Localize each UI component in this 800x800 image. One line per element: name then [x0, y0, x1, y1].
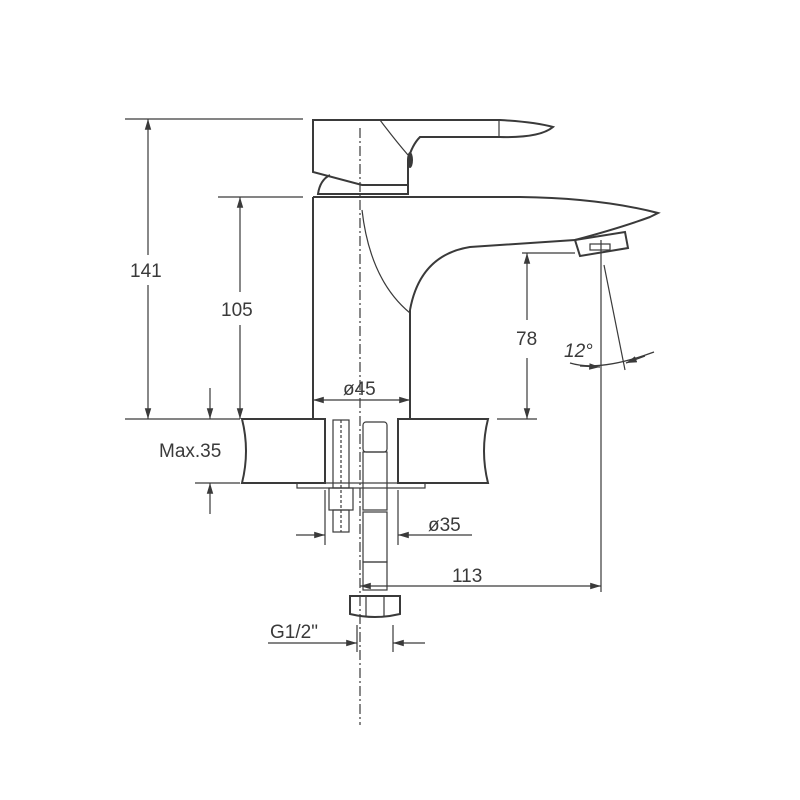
flexible-hose: [349, 421, 401, 618]
handle: [312, 119, 556, 195]
label-113: 113: [452, 566, 482, 587]
label-12deg: 12°: [564, 341, 593, 362]
dimension-total-height: 141: [125, 118, 303, 420]
dimension-body-diameter: ø45: [312, 379, 411, 419]
label-d45: ø45: [343, 379, 376, 400]
label-max35: Max.35: [159, 441, 221, 462]
dimension-spout-reach: 113: [360, 566, 601, 590]
aerator: [573, 230, 630, 258]
label-105: 105: [221, 300, 253, 321]
fixing-bolt: [328, 419, 354, 533]
hex-nut: [349, 595, 401, 618]
dimension-thread: G1/2": [268, 622, 425, 652]
spout: [313, 196, 661, 311]
dimension-hole-diameter: ø35: [296, 490, 472, 545]
label-g12: G1/2": [270, 622, 318, 643]
dimension-spout-angle: 12°: [564, 240, 655, 592]
dimension-body-height: 105: [218, 196, 303, 419]
dimension-max-countertop: Max.35: [159, 388, 240, 514]
dimension-spout-clearance: 78: [497, 252, 575, 420]
washer-plate: [296, 482, 426, 489]
label-78: 78: [516, 329, 537, 350]
label-d35: ø35: [428, 515, 461, 536]
countertop: [240, 418, 490, 489]
label-141: 141: [130, 261, 162, 282]
